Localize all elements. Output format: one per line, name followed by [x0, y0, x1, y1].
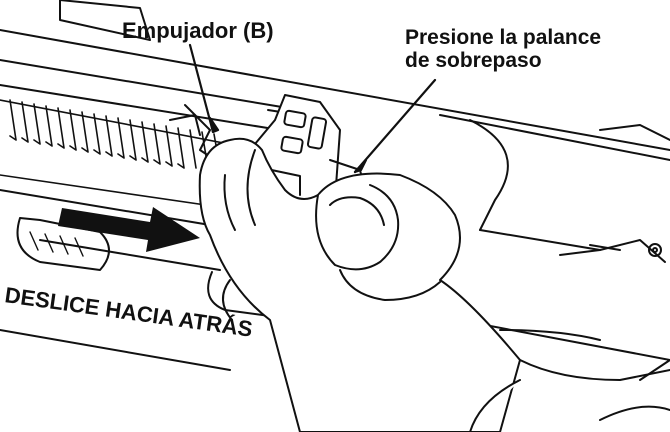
lever-label-line2: de sobrepaso [405, 49, 542, 72]
pusher-label: Empujador (B) [122, 18, 274, 43]
upper-housing [0, 0, 670, 231]
lever-label-line1: Presione la palance [405, 26, 601, 49]
lower-housing [222, 279, 670, 421]
arrow-left-icon [58, 207, 200, 252]
leader-lines [188, 43, 437, 174]
left-slot [16, 217, 110, 271]
slide-label: DESLICE HACIA ATRÁS [3, 282, 254, 342]
hand [198, 137, 670, 432]
